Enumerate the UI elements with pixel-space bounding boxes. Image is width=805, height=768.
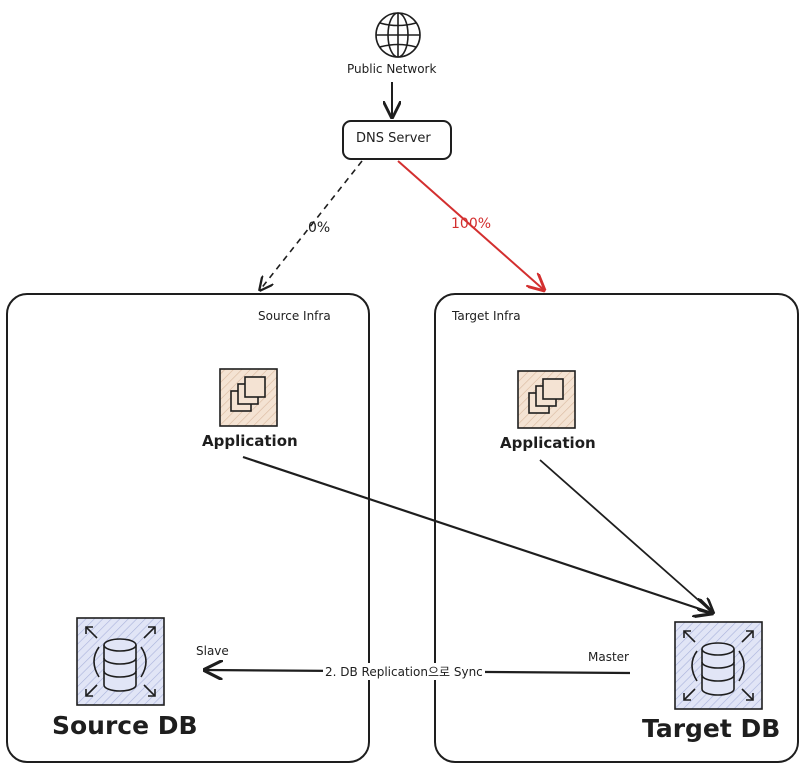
target-application-label: Application bbox=[500, 434, 596, 452]
target-infra-title: Target Infra bbox=[452, 309, 521, 323]
slave-label: Slave bbox=[196, 644, 229, 658]
source-db-label: Source DB bbox=[52, 711, 198, 740]
public-network-label: Public Network bbox=[347, 62, 437, 76]
source-db-icon[interactable] bbox=[76, 617, 165, 706]
dns-to-source-route bbox=[260, 160, 363, 290]
source-infra-title: Source Infra bbox=[258, 309, 331, 323]
source-route-percent: 0% bbox=[308, 220, 331, 236]
target-app-to-target-db-arrow bbox=[539, 459, 713, 613]
dns-to-target-route bbox=[397, 160, 544, 290]
target-application-icon[interactable] bbox=[517, 370, 576, 429]
dns-server-box[interactable] bbox=[342, 120, 452, 160]
target-db-icon[interactable] bbox=[674, 621, 763, 710]
dns-server-label[interactable]: DNS Server bbox=[356, 131, 431, 146]
source-app-to-target-db-arrow bbox=[242, 455, 712, 613]
source-application-icon[interactable] bbox=[219, 368, 278, 427]
source-infra-container bbox=[6, 293, 370, 763]
target-infra-container bbox=[434, 293, 799, 763]
target-route-percent: 100% bbox=[451, 216, 492, 232]
target-db-label: Target DB bbox=[642, 714, 781, 743]
master-label: Master bbox=[588, 650, 629, 664]
replication-label: 2. DB Replication으로 Sync bbox=[323, 663, 485, 680]
source-application-label: Application bbox=[202, 432, 298, 450]
globe-icon bbox=[375, 12, 421, 58]
